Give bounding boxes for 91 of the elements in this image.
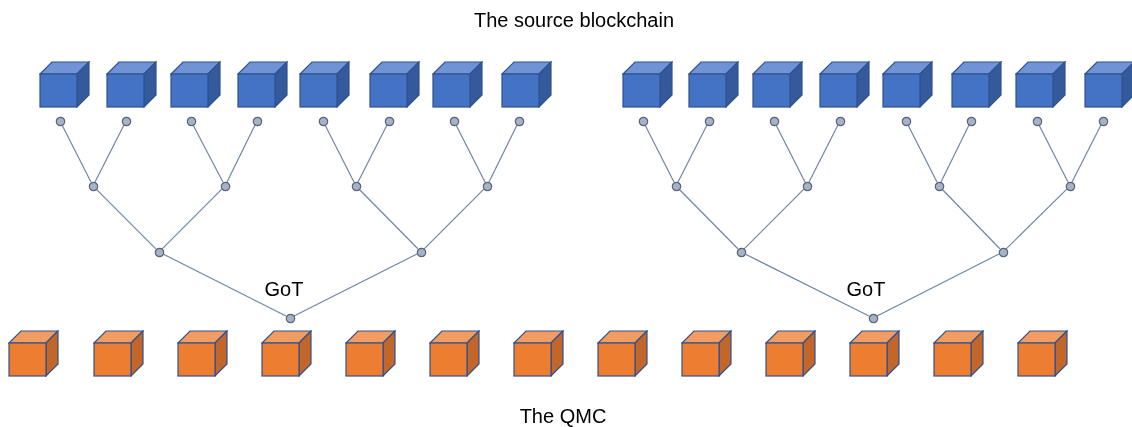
block-cube bbox=[106, 61, 157, 108]
tree-node-dot bbox=[965, 115, 977, 127]
connector-line bbox=[94, 124, 125, 183]
connector-line bbox=[95, 188, 157, 250]
block-cube bbox=[93, 330, 144, 377]
tree-node-dot bbox=[153, 246, 165, 258]
tree-node-dot bbox=[87, 180, 99, 192]
block-cube bbox=[345, 330, 396, 377]
tree-label: GoT bbox=[846, 277, 886, 301]
block-cube bbox=[369, 61, 420, 108]
tree-node-dot bbox=[735, 246, 747, 258]
tree-node-dot bbox=[251, 115, 263, 127]
connector-line bbox=[161, 188, 223, 250]
connector-line bbox=[941, 188, 1001, 250]
block-cube bbox=[688, 61, 739, 108]
block-cube bbox=[432, 61, 483, 108]
tree-node-dot bbox=[637, 115, 649, 127]
connector-line bbox=[907, 124, 938, 183]
block-cube bbox=[1084, 61, 1132, 108]
connector-line bbox=[61, 124, 92, 183]
connector-line bbox=[644, 124, 675, 183]
block-cube bbox=[849, 330, 900, 377]
connector-line bbox=[357, 124, 388, 183]
tree-node-dot bbox=[415, 246, 427, 258]
block-cube bbox=[501, 61, 552, 108]
block-cube bbox=[819, 61, 870, 108]
connector-line bbox=[423, 188, 485, 250]
block-cube bbox=[681, 330, 732, 377]
block-cube bbox=[597, 330, 648, 377]
block-cube bbox=[39, 61, 90, 108]
block-cube bbox=[170, 61, 221, 108]
connector-line bbox=[358, 188, 419, 250]
tree-node-dot bbox=[670, 180, 682, 192]
block-cube bbox=[622, 61, 673, 108]
block-cube bbox=[765, 330, 816, 377]
block-cube bbox=[8, 330, 59, 377]
connector-line bbox=[677, 124, 708, 183]
block-cube bbox=[237, 61, 288, 108]
tree-node-dot bbox=[703, 115, 715, 127]
connector-line bbox=[743, 188, 805, 250]
tree-node-dot bbox=[350, 180, 362, 192]
connector-line bbox=[488, 124, 518, 183]
connector-line bbox=[1038, 124, 1069, 183]
block-cube bbox=[1017, 330, 1068, 377]
block-cube bbox=[299, 61, 350, 108]
connector-line bbox=[744, 253, 870, 317]
tree-node-dot bbox=[383, 115, 395, 127]
block-cube bbox=[752, 61, 803, 108]
connector-line bbox=[455, 124, 486, 183]
connector-line bbox=[226, 124, 256, 183]
tree-node-dot bbox=[1064, 180, 1076, 192]
block-cube bbox=[1015, 61, 1066, 108]
block-cube bbox=[951, 61, 1002, 108]
row-label: The QMC bbox=[519, 404, 607, 427]
tree-node-dot bbox=[185, 115, 197, 127]
tree-node-dot bbox=[481, 180, 493, 192]
tree-node-dot bbox=[317, 115, 329, 127]
connector-line bbox=[162, 253, 287, 317]
row-label: The source blockchain bbox=[473, 8, 675, 32]
connector-line bbox=[876, 253, 1000, 317]
connector-line bbox=[678, 188, 739, 250]
tree-node-dot bbox=[284, 312, 296, 324]
block-cube bbox=[882, 61, 933, 108]
block-cube bbox=[513, 330, 564, 377]
connector-line bbox=[940, 124, 970, 183]
block-cube bbox=[429, 330, 480, 377]
tree-node-dot bbox=[219, 180, 231, 192]
tree-node-dot bbox=[1031, 115, 1043, 127]
tree-node-dot bbox=[900, 115, 912, 127]
connector-line bbox=[775, 124, 806, 183]
connector-line bbox=[324, 124, 355, 183]
tree-node-dot bbox=[933, 180, 945, 192]
tree-node-dot bbox=[120, 115, 132, 127]
tree-label: GoT bbox=[264, 277, 304, 301]
tree-node-dot bbox=[801, 180, 813, 192]
connector-line bbox=[1005, 188, 1068, 250]
block-cube bbox=[933, 330, 984, 377]
tree-node-dot bbox=[54, 115, 66, 127]
block-cube bbox=[177, 330, 228, 377]
tree-node-dot bbox=[513, 115, 525, 127]
tree-node-dot bbox=[768, 115, 780, 127]
tree-node-dot bbox=[834, 115, 846, 127]
connector-line bbox=[192, 124, 224, 183]
tree-node-dot bbox=[448, 115, 460, 127]
tree-node-dot bbox=[1097, 115, 1109, 127]
connector-line bbox=[1071, 124, 1102, 183]
tree-node-dot bbox=[997, 246, 1009, 258]
connector-line bbox=[293, 253, 418, 317]
tree-node-dot bbox=[867, 312, 879, 324]
connector-line bbox=[808, 124, 839, 183]
block-cube bbox=[261, 330, 312, 377]
